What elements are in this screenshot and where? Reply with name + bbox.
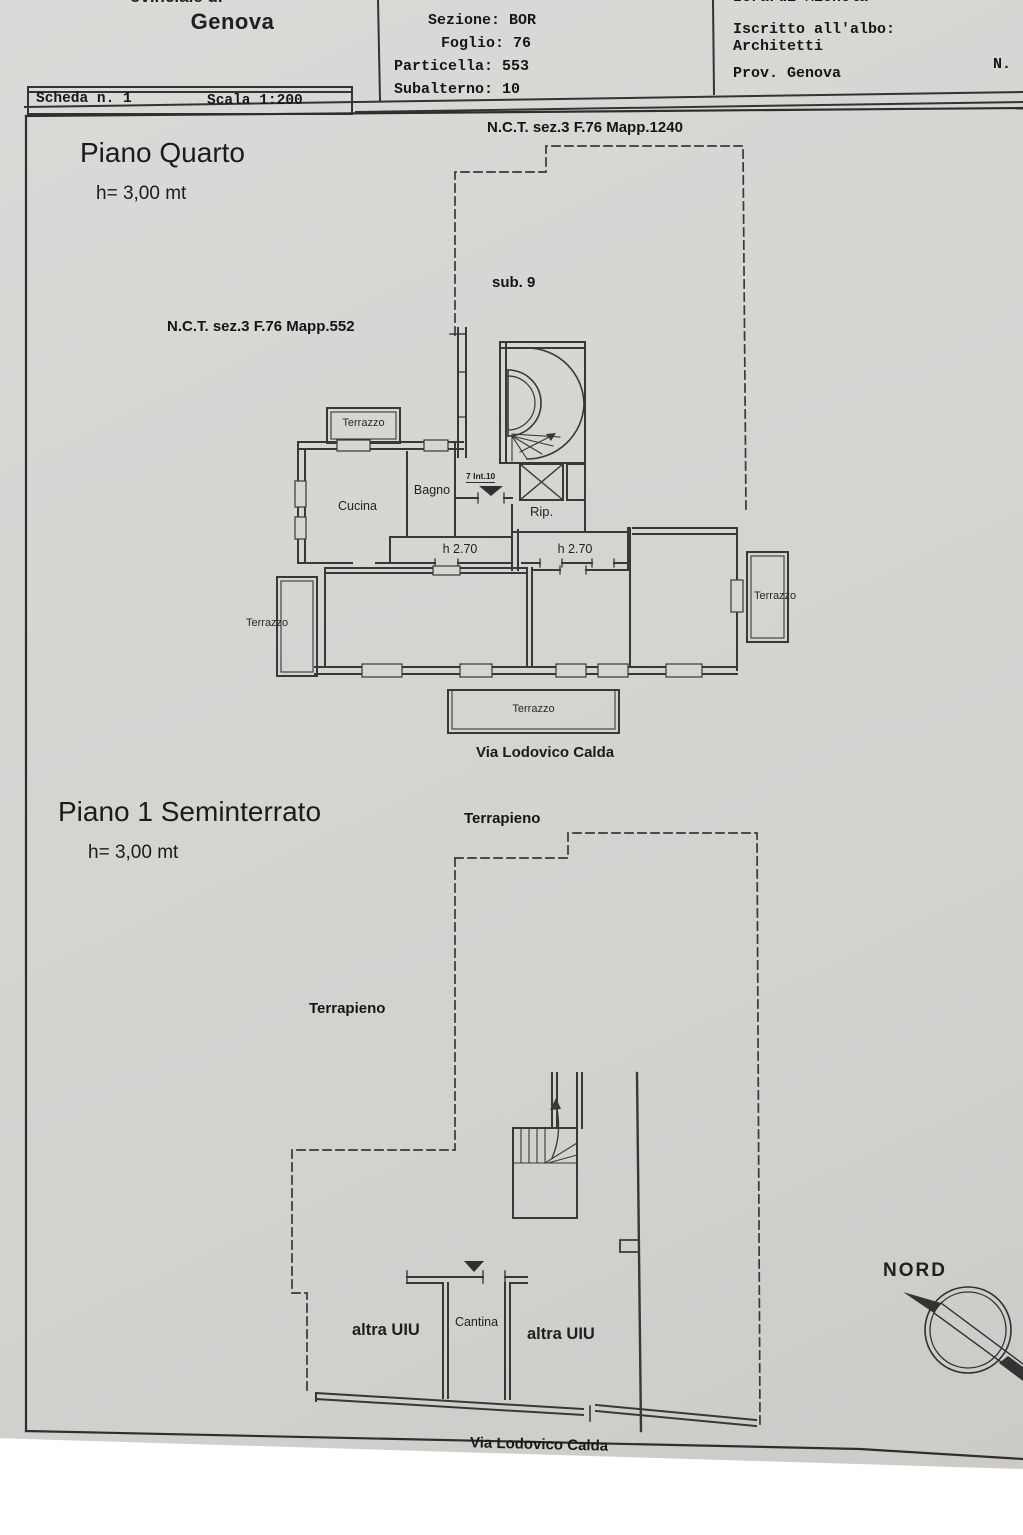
terrazzo-right-walls bbox=[730, 551, 789, 643]
sezione-field: Sezione: BOR bbox=[428, 12, 537, 29]
terrapieno-top-label: Terrapieno bbox=[464, 810, 541, 827]
scala-value: Scala 1:200 bbox=[207, 93, 303, 109]
piano-seminterrato-height: h= 3,00 mt bbox=[88, 842, 179, 863]
terrazzo-bottom-label: Terrazzo bbox=[512, 703, 555, 715]
terrazzo-top-label: Terrazzo bbox=[342, 417, 385, 429]
office-line-fragment: ovinciale di bbox=[130, 0, 223, 7]
sub-9-label: sub. 9 bbox=[492, 274, 536, 291]
h270-left-label: h 2.70 bbox=[442, 542, 478, 556]
piano-seminterrato-title: Piano 1 Seminterrato bbox=[58, 796, 322, 827]
cantina-entrance-arrow-icon bbox=[464, 1261, 484, 1272]
basement-stair-treads bbox=[512, 1127, 578, 1164]
piano-quarto-height: h= 3,00 mt bbox=[96, 183, 187, 204]
scheda-number: Scheda n. 1 bbox=[36, 91, 132, 107]
basement-stair-arrow-icon bbox=[550, 1098, 561, 1159]
north-compass-icon bbox=[903, 1286, 1023, 1381]
foglio-field: Foglio: 76 bbox=[441, 35, 532, 52]
main-border bbox=[24, 106, 1023, 1461]
office-city: Genova bbox=[190, 9, 275, 34]
albo-value: Architetti bbox=[733, 38, 824, 55]
terrapieno-left-label: Terrapieno bbox=[309, 1000, 386, 1017]
elevator-shaft bbox=[519, 463, 586, 501]
nord-label: NORD bbox=[883, 1260, 947, 1281]
piano-quarto-plan bbox=[276, 145, 789, 734]
entrance-arrow-icon bbox=[479, 486, 503, 496]
street-label-quarto: Via Lodovico Calda bbox=[476, 744, 615, 761]
nct-mapp-1240: N.C.T. sez.3 F.76 Mapp.1240 bbox=[487, 119, 683, 136]
professional-name-fragment: Ierardi Michela bbox=[733, 0, 868, 7]
h270-right-label: h 2.70 bbox=[557, 542, 593, 556]
nct-mapp-552: N.C.T. sez.3 F.76 Mapp.552 bbox=[167, 318, 355, 335]
subalterno-field: Subalterno: 10 bbox=[394, 81, 521, 98]
piano-seminterrato-plan bbox=[291, 832, 761, 1433]
n-label: N. bbox=[993, 56, 1012, 73]
terrazzo-left-label: Terrazzo bbox=[246, 617, 289, 629]
terrazzo-bottom-walls bbox=[447, 689, 620, 734]
header-box-lines bbox=[23, 0, 1023, 114]
stair-direction-arrow-icon bbox=[519, 433, 556, 453]
rip-label: Rip. bbox=[530, 504, 554, 519]
piano-quarto-title: Piano Quarto bbox=[80, 137, 245, 168]
altra-uiu-right-label: altra UIU bbox=[527, 1325, 595, 1343]
cantina-label: Cantina bbox=[454, 1315, 499, 1329]
terrazzo-left-walls bbox=[276, 576, 318, 677]
terrazzo-right-label: Terrazzo bbox=[754, 590, 797, 602]
iscritto-albo-label: Iscritto all'albo: bbox=[733, 21, 896, 38]
terrapieno-boundary-dashed bbox=[291, 832, 761, 1426]
bagno-label: Bagno bbox=[413, 483, 451, 497]
entrance-int10-label: 7 Int.10 bbox=[466, 471, 496, 483]
stair-treads bbox=[511, 433, 561, 462]
parcel-boundary-dashed bbox=[454, 145, 747, 514]
cucina-label: Cucina bbox=[338, 499, 377, 513]
prov-value: Prov. Genova bbox=[733, 65, 842, 82]
catastal-title-fragment: Identificativi Catastali: bbox=[392, 0, 610, 7]
altra-uiu-left-label: altra UIU bbox=[352, 1321, 420, 1339]
street-label-seminterrato: Via Lodovico Calda bbox=[469, 1434, 609, 1455]
particella-field: Particella: 553 bbox=[394, 58, 530, 75]
